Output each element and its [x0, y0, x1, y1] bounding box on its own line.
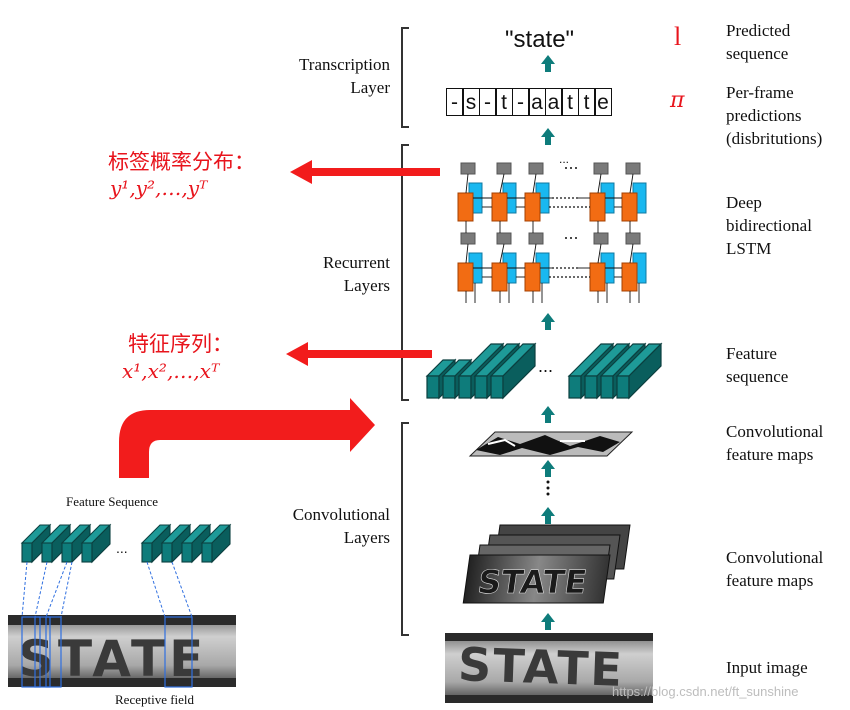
inset-title: Feature Sequence — [66, 494, 159, 509]
vertical-ellipsis — [546, 480, 550, 496]
feature-seq-ellipsis: ... — [538, 356, 554, 376]
frame-cell: t — [561, 88, 579, 116]
inset-caption: Receptive field — [115, 692, 195, 707]
lstm-dotted-links — [549, 197, 590, 278]
label-dist-math: y¹,y²,…,yᵀ — [110, 176, 208, 200]
flow-arrows — [541, 55, 555, 630]
frame-cell: t — [577, 88, 596, 116]
symbol-pi: π — [670, 88, 685, 113]
watermark: https://blog.csdn.net/ft_sunshine — [612, 684, 799, 699]
conv-feature-map-stack: STATE — [462, 524, 631, 604]
receptive-field-boxes — [21, 616, 193, 688]
frame-cell: - — [511, 88, 530, 116]
red-arrows — [119, 160, 440, 478]
lstm-ellipsis — [565, 167, 577, 239]
label-input-image: Input image — [726, 658, 808, 677]
feature-seq-math: x¹,x²,…,xᵀ — [122, 359, 220, 383]
inset-ellipsis: ... — [116, 540, 128, 556]
transcription-bracket — [401, 27, 409, 128]
inset-feature-columns — [20, 523, 232, 564]
big-curved-arrow — [119, 398, 375, 478]
frame-cell: - — [445, 88, 464, 116]
symbol-l: l — [674, 22, 682, 51]
predicted-text: "state" — [505, 26, 575, 53]
frame-cell: e — [594, 88, 612, 116]
conv-map-text: STATE — [476, 563, 590, 601]
input-image-text: STATE — [457, 637, 625, 697]
label-dist-arrow — [290, 160, 440, 184]
inset-image-text: STATE — [18, 630, 207, 688]
frame-cell: a — [544, 88, 563, 116]
frame-cell: s — [462, 88, 480, 116]
frame-cell: t — [495, 88, 513, 116]
lstm-ellipsis-top: ... — [559, 152, 570, 166]
frame-cell: a — [528, 88, 546, 116]
lstm-connections — [465, 173, 640, 303]
lstm-output-nodes — [460, 162, 641, 245]
conv-feature-map-thin — [468, 431, 634, 457]
frame-cell: - — [478, 88, 497, 116]
lstm-network — [457, 162, 647, 303]
feature-seq-cn: 特征序列： — [128, 332, 233, 356]
feature-seq-arrow — [286, 342, 432, 366]
inset-image: STATE — [8, 615, 236, 688]
feature-sequence-columns — [425, 342, 663, 400]
input-image: STATE — [445, 633, 653, 703]
convolutional-bracket — [401, 422, 409, 636]
recurrent-bracket — [401, 144, 409, 401]
receptive-field-links — [21, 561, 193, 618]
lstm-forward-cells — [457, 192, 638, 292]
label-dist-cn: 标签概率分布： — [108, 150, 255, 174]
